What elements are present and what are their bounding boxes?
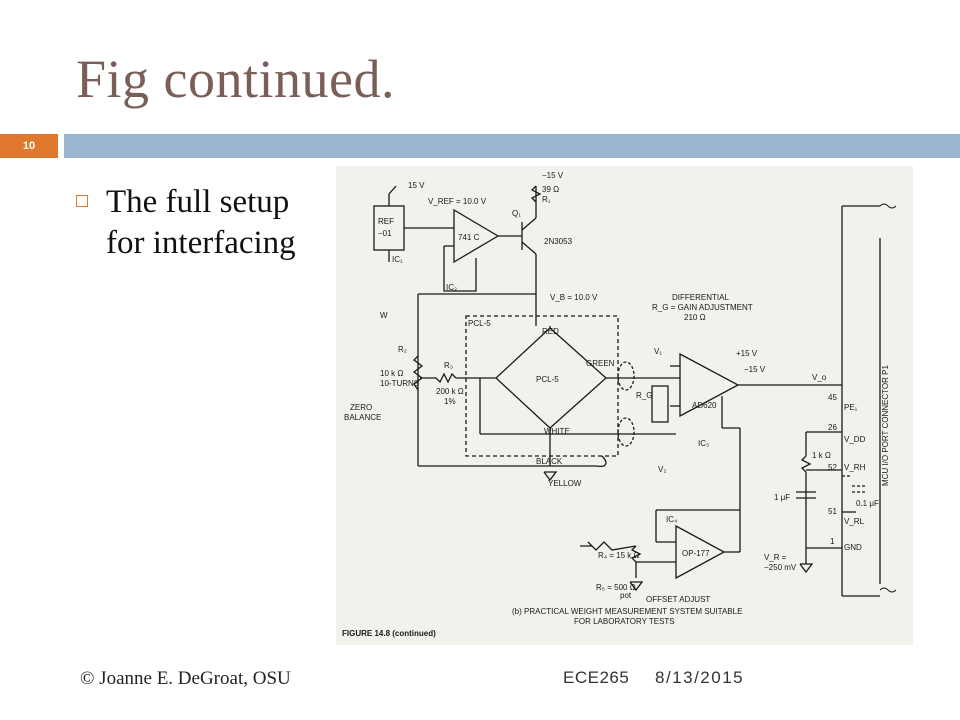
- label-ic1: IC₁: [392, 255, 403, 264]
- label-pin26: 26: [828, 423, 837, 432]
- label-r3-tol: 1%: [444, 397, 456, 406]
- label-r1: R₁: [542, 195, 551, 204]
- label-gnd: GND: [844, 543, 862, 552]
- label-ad620: AD620: [692, 401, 717, 410]
- label-w: W: [380, 311, 388, 320]
- label-gain-adjust: R_G = GAIN ADJUSTMENT: [652, 303, 753, 312]
- label-pin51: 51: [828, 507, 837, 516]
- label-v1: V₁: [654, 347, 662, 356]
- label-pot: pot: [620, 591, 632, 600]
- label-vdd: V_DD: [844, 435, 866, 444]
- label-white: WHITE: [544, 427, 570, 436]
- label-minus15v: −15 V: [744, 365, 766, 374]
- label-pcl5-box: PCL-5: [468, 319, 491, 328]
- label-vrh: V_RH: [844, 463, 866, 472]
- accent-bar: [64, 134, 960, 158]
- label-ic2: IC₂: [446, 283, 457, 292]
- label-minus15v-top: −15 V: [542, 171, 564, 180]
- footer-date: 8/13/2015: [655, 668, 745, 687]
- label-pin1: 1: [830, 537, 835, 546]
- label-r2-value: 10 k Ω: [380, 369, 403, 378]
- label-vb: V_B = 10.0 V: [550, 293, 598, 302]
- label-210-ohm: 210 Ω: [684, 313, 706, 322]
- label-vref: V_REF = 10.0 V: [428, 197, 487, 206]
- circuit-schematic: 15 V −15 V V_REF = 10.0 V REF −01 IC₁ 74…: [342, 171, 897, 638]
- label-ic4: IC₄: [666, 515, 677, 524]
- label-v2: V₂: [658, 465, 666, 474]
- label-1uf: 1 μF: [774, 493, 790, 502]
- label-op177: OP-177: [682, 549, 710, 558]
- figure-subcaption-2: FOR LABORATORY TESTS: [574, 617, 675, 626]
- label-balance: BALANCE: [344, 413, 381, 422]
- footer-copyright: © Joanne E. DeGroat, OSU: [80, 668, 291, 689]
- label-pin45: 45: [828, 393, 837, 402]
- label-1k: 1 k Ω: [812, 451, 831, 460]
- label-plus15v: +15 V: [736, 349, 758, 358]
- label-vr-value: −250 mV: [764, 563, 797, 572]
- label-yellow: YELLOW: [548, 479, 582, 488]
- label-offset-adjust: OFFSET ADJUST: [646, 595, 710, 604]
- label-r5: R₅ = 500 Ω: [596, 583, 636, 592]
- label-r1-value: 39 Ω: [542, 185, 559, 194]
- label-mcu-connector: MCU I/O PORT CONNECTOR P1: [881, 365, 890, 486]
- bullet-text: The full setup for interfacing: [106, 184, 296, 261]
- label-ic3: IC₃: [698, 439, 709, 448]
- label-differential: DIFFERENTIAL: [672, 293, 729, 302]
- label-r4: R₄ = 15 k Ω: [598, 551, 640, 560]
- label-pcl5: PCL-5: [536, 375, 559, 384]
- label-ref: REF: [378, 217, 394, 226]
- label-741c: 741 C: [458, 233, 480, 242]
- figure-caption: FIGURE 14.8 (continued): [342, 629, 436, 638]
- label-vr: V_R =: [764, 553, 787, 562]
- label-r3-value: 200 k Ω: [436, 387, 464, 396]
- bullet-item: The full setup for interfacing: [76, 182, 296, 264]
- label-pe1: PE₁: [844, 403, 858, 412]
- label-vo: V_o: [812, 373, 827, 382]
- label-green: GREEN: [586, 359, 615, 368]
- label-zero: ZERO: [350, 403, 372, 412]
- label-ref-01: −01: [378, 229, 392, 238]
- slide-title: Fig continued.: [76, 49, 395, 109]
- label-01uf: 0.1 μF: [856, 499, 879, 508]
- label-red: RED: [542, 327, 559, 336]
- label-r2: R₂: [398, 345, 407, 354]
- circuit-figure: 15 V −15 V V_REF = 10.0 V REF −01 IC₁ 74…: [336, 166, 913, 645]
- label-q1: Q₁: [512, 209, 521, 218]
- slide-number-badge: 10: [0, 134, 58, 158]
- label-pin52: 52: [828, 463, 837, 472]
- footer-course: ECE265: [563, 668, 630, 687]
- label-vrl: V_RL: [844, 517, 865, 526]
- figure-subcaption-1: (b) PRACTICAL WEIGHT MEASUREMENT SYSTEM …: [512, 607, 742, 616]
- square-bullet-icon: [76, 195, 88, 207]
- label-rg: R_G: [636, 391, 652, 400]
- label-r2-turns: 10-TURNS: [380, 379, 419, 388]
- label-15v: 15 V: [408, 181, 425, 190]
- label-black: BLACK: [536, 457, 563, 466]
- label-r3: R₃: [444, 361, 453, 370]
- label-2n3053: 2N3053: [544, 237, 573, 246]
